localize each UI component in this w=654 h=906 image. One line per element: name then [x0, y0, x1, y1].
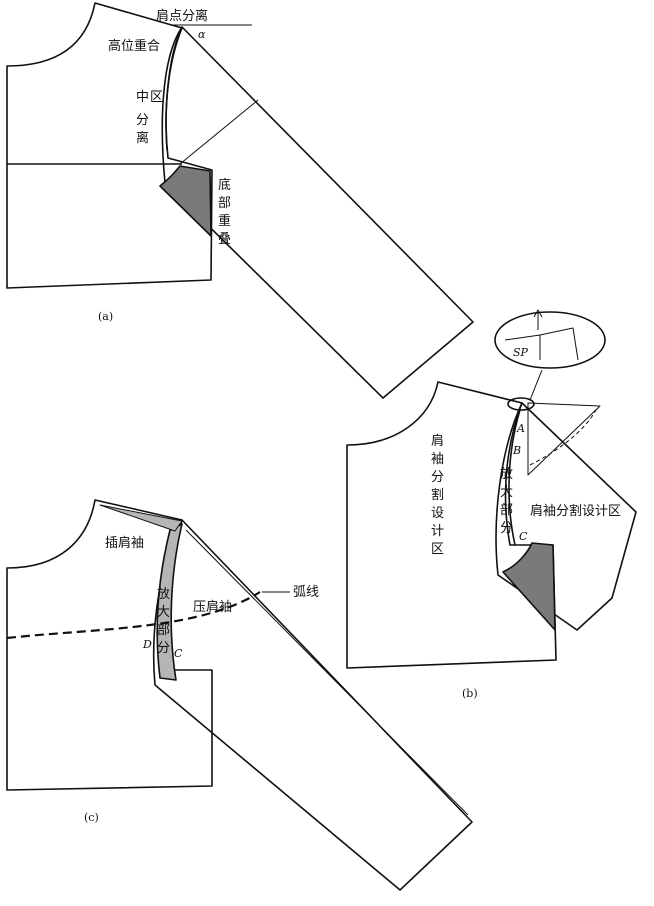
caption-c: (c)	[84, 811, 99, 824]
label-enlarged-c-0: 放	[157, 587, 170, 602]
panel-a-labels: 肩点分离 α 高位重合 中 区 分 离 底 部 重 叠 (a)	[98, 8, 231, 323]
label-body-split-3: 割	[431, 487, 444, 503]
panel-b-enlarged-curve	[508, 409, 521, 546]
label-d: D	[142, 638, 152, 651]
panel-c-arc-line	[6, 591, 261, 640]
panel-b-dart-triangle	[527, 402, 601, 476]
label-middle-separation-3: 离	[136, 130, 149, 146]
label-enlarged-c-1: 大	[157, 605, 170, 620]
panel-a-diagonal-line	[179, 99, 259, 165]
label-bottom-overlap-2: 重	[218, 213, 231, 229]
label-enlarged-b-3: 分	[500, 521, 513, 536]
label-enlarged-c-3: 分	[157, 641, 170, 656]
panel-b-callout-leader	[529, 369, 543, 401]
label-c-b: C	[519, 530, 528, 543]
label-b: B	[512, 444, 521, 457]
panel-c-enlarged-area	[156, 523, 183, 681]
caption-a: (a)	[98, 310, 113, 323]
label-body-split-4: 设	[431, 506, 444, 521]
panel-b-labels: SP A B C 肩 袖 分 割 设 计 区 放 大 部 分 肩袖分割设计区 (…	[431, 346, 621, 700]
label-enlarged-c-2: 部	[157, 623, 170, 638]
panel-a-bodice-outline	[6, 2, 213, 289]
label-alpha: α	[198, 28, 206, 41]
panel-a-bottom-overlap-area	[159, 165, 212, 237]
label-middle-separation-2: 分	[136, 113, 149, 128]
label-body-split-5: 计	[431, 524, 444, 539]
panel-b-sp-marker	[507, 397, 535, 411]
label-body-split-1: 袖	[431, 452, 444, 467]
label-pressed-sleeve: 压肩袖	[193, 599, 232, 615]
label-enlarged-b-2: 部	[500, 503, 513, 518]
panel-a-middle-separation-curve	[165, 31, 181, 151]
panel-b	[346, 309, 637, 669]
label-a: A	[516, 422, 525, 435]
panel-b-callout-bubble	[494, 311, 606, 369]
label-bottom-overlap-0: 底	[218, 177, 231, 193]
panel-a	[6, 2, 474, 399]
label-high-overlap: 高位重合	[108, 38, 160, 54]
panel-b-callout-arrow	[533, 309, 543, 330]
label-middle-separation-0: 中	[136, 90, 149, 105]
label-body-split-6: 区	[431, 542, 444, 557]
label-arc: 弧线	[293, 585, 319, 600]
panel-c-sleeve-outline	[152, 519, 473, 891]
label-sleeve-split-zone: 肩袖分割设计区	[530, 503, 621, 519]
label-enlarged-b-0: 放	[500, 467, 513, 482]
label-shoulder-point-separation: 肩点分离	[156, 8, 208, 24]
label-body-split-0: 肩	[431, 433, 444, 449]
panel-c-sleeve-parallel	[185, 529, 469, 816]
caption-b: (b)	[462, 687, 478, 700]
panel-c	[6, 499, 473, 891]
label-bottom-overlap-1: 部	[218, 196, 231, 211]
panel-c-top-sliver	[99, 504, 183, 532]
label-sp: SP	[513, 346, 529, 359]
panel-b-dashed-guide	[529, 409, 597, 466]
panel-c-labels: 插肩袖 放 大 部 分 压肩袖 弧线 D C (c)	[84, 535, 319, 824]
label-inserted-sleeve: 插肩袖	[105, 535, 144, 551]
label-bottom-overlap-3: 叠	[218, 232, 231, 247]
label-c-c: C	[174, 647, 183, 660]
panel-b-bottom-overlap-area	[502, 542, 556, 631]
panel-b-callout-detail	[504, 327, 579, 361]
label-middle-separation-1: 区	[150, 90, 163, 105]
label-body-split-2: 分	[431, 470, 444, 485]
label-enlarged-b-1: 大	[500, 485, 513, 500]
